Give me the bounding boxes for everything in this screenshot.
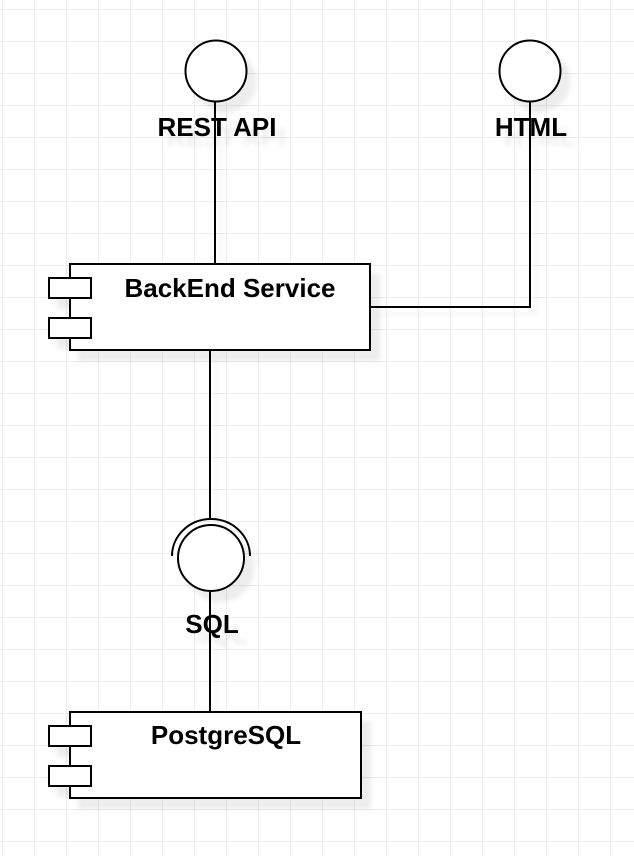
node-label: PostgreSQL bbox=[151, 720, 301, 750]
component-body[interactable] bbox=[69, 263, 371, 351]
node-label: HTML bbox=[495, 112, 567, 142]
node-label: SQL bbox=[185, 609, 239, 639]
node-rest-api-interface[interactable]: REST API bbox=[158, 39, 277, 143]
node-backend-service-component[interactable]: BackEnd Service bbox=[48, 263, 371, 351]
socket-arc[interactable] bbox=[171, 518, 251, 557]
node-label: REST API bbox=[158, 112, 277, 142]
component-tab-top[interactable] bbox=[48, 277, 92, 299]
node-label: BackEnd Service bbox=[124, 273, 335, 303]
component-tab-bottom[interactable] bbox=[48, 317, 92, 339]
component-tab-bottom[interactable] bbox=[48, 765, 92, 787]
edge-html-to-backend[interactable] bbox=[370, 101, 531, 308]
node-html-interface[interactable]: HTML bbox=[495, 39, 567, 143]
interface-circle[interactable] bbox=[184, 39, 248, 103]
component-tab-top[interactable] bbox=[48, 725, 92, 747]
node-postgresql-component[interactable]: PostgreSQL bbox=[48, 711, 362, 799]
ball-circle[interactable] bbox=[177, 524, 245, 592]
connector-line[interactable] bbox=[370, 101, 531, 308]
interface-circle[interactable] bbox=[498, 39, 562, 103]
component-body[interactable] bbox=[69, 711, 362, 799]
node-sql-interface[interactable]: SQL bbox=[171, 518, 251, 639]
